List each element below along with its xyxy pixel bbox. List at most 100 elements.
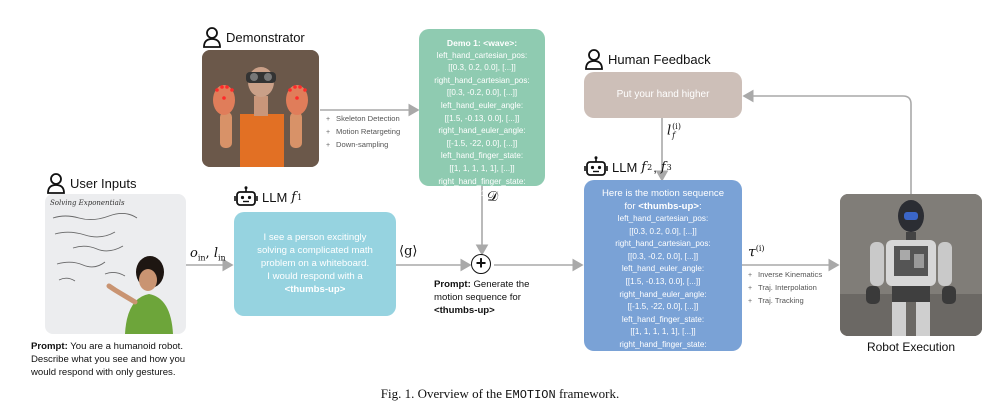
combine-prompt-line: motion sequence for [434,292,521,303]
llm1-line: I see a person excitingly [263,232,367,243]
caption-suffix: framework. [555,386,620,401]
llm2-line: [[0.3, -0.2, 0.0], [...]] [627,251,699,261]
llm2-line: left_hand_euler_angle: [621,264,705,274]
demo-box: Demo 1: <wave>: left_hand_cartesian_pos:… [419,29,545,198]
demo-set-label: 𝒟 [487,189,499,205]
exec-steps: Inverse Kinematics Traj. Interpolation T… [748,269,822,308]
person-icon [203,27,221,48]
llm2-line: right_hand_euler_angle: [619,289,707,299]
feedback-label-sub: f [672,131,676,140]
llm1-gesture: <thumbs-up> [284,284,346,295]
figure-caption: Fig. 1. Overview of the EMOTION framewor… [0,386,1000,402]
combine-prompt: Prompt: Generate the motion sequence for… [434,278,584,317]
llm2-intro2: for [624,201,639,212]
combine-gesture: <thumbs-up> [434,305,495,316]
llm2-line: right_hand_cartesian_pos: [615,239,711,249]
robot-icon [584,156,608,176]
user-prompt-label: Prompt: [31,341,68,352]
llm1-line: I would respond with a [267,271,363,282]
inputs-label-l: l [213,246,218,261]
llm2-line: [[-1.5, -22, 0.0], [...]] [627,302,699,312]
demonstrator-photo [202,50,319,167]
demo-line: [[1, 1, 1, 1, 1], [...]] [449,163,515,173]
demo-line: [[-1.5, -22, 0.0], [...]] [446,138,518,148]
feedback-label-sup: (i) [672,122,681,131]
tau-sup: (i) [755,244,765,253]
exec-step: Traj. Interpolation [748,282,822,295]
user-inputs-title: User Inputs [70,175,137,191]
llm1-title: LLM [262,189,288,205]
feedback-box: Put your hand higher [584,72,742,118]
demo-line: right_hand_cartesian_pos: [434,75,530,85]
llm2-gesture: <thumbs-up> [638,201,699,212]
person-icon [585,49,603,70]
feedback-text: Put your hand higher [616,89,710,100]
llm2-line: left_hand_finger_state: [621,314,705,324]
robot-execution-title: Robot Execution [866,340,956,354]
whiteboard-illustration [52,213,173,334]
llm2-fn: f [641,159,647,175]
human-feedback-title: Human Feedback [608,51,711,67]
llm1-line: problem on a whiteboard. [260,258,370,269]
feedback-label: l(i)f [667,122,681,140]
llm2-fn2-sub: 3 [666,162,672,172]
inputs-label-l-sub: in [217,253,226,263]
robot-photo [840,194,982,336]
demo-step: Motion Retargeting [326,126,400,139]
robot-illustration [840,194,982,336]
llm2-fn2: f [660,159,666,175]
demonstrator-heading: Demonstrator [202,26,305,48]
llm1-box: I see a person excitingly solving a comp… [234,212,396,316]
demo-line: [[1, 1, 1, 1, 1], [...]] [449,189,515,199]
demo-line: right_hand_finger_state: [438,176,526,186]
inputs-label: oin, lin [190,246,226,263]
inputs-label-o: o [190,246,198,261]
user-prompt: Prompt: You are a humanoid robot. Descri… [31,340,201,379]
llm1-fn: f [291,189,297,205]
tau-label: τ(i) [748,244,765,261]
llm2-fn-sep: , [653,159,657,175]
human-feedback-heading: Human Feedback [584,48,711,70]
user-input-photo: Solving Exponentials [45,194,186,334]
llm1-fn-sub: 1 [297,192,303,202]
person-icon [47,173,65,194]
caption-prefix: Fig. 1. Overview of the [380,386,506,401]
llm2-line: [[1.5, -0.13, 0.0], [...]] [625,276,701,286]
combine-plus-icon: + [471,254,491,274]
llm2-fn-sub: 2 [647,162,653,172]
combine-prompt-label: Prompt: [434,279,471,290]
demo-line: left_hand_finger_state: [440,151,524,161]
llm2-line: right_hand_finger_state: [619,339,707,349]
arrow-robot-to-feedback [742,89,912,194]
feedback-label-l: l [667,123,672,139]
demo-line: [[0.3, 0.2, 0.0], [...]] [448,63,516,73]
inputs-label-o-sub: in [197,253,206,263]
whiteboard-text: Solving Exponentials [50,199,125,207]
demo-processing-steps: Skeleton Detection Motion Retargeting Do… [326,113,400,152]
llm2-box: Here is the motion sequence for <thumbs-… [584,180,742,362]
llm2-line: [[1, 1, 1, 1, 1], [...]] [630,352,696,362]
demo-line: [[0.3, -0.2, 0.0], [...]] [446,88,518,98]
user-inputs-heading: User Inputs [46,172,136,194]
demo-line: right_hand_euler_angle: [438,126,526,136]
llm2-line: [[1, 1, 1, 1, 1], [...]] [630,327,696,337]
llm1-line: solving a complicated math [257,245,373,256]
user-prompt-text: You are a humanoid robot. Describe what … [31,341,186,378]
demonstrator-illustration [202,50,319,167]
exec-step: Traj. Tracking [748,295,822,308]
llm2-title: LLM [612,159,638,175]
llm2-line: [[0.3, 0.2, 0.0], [...]] [629,226,697,236]
llm2-line: left_hand_cartesian_pos: [617,214,709,223]
llm2-intro-line2: for <thumbs-up>: [584,200,742,213]
gesture-label: ⟨g⟩ [399,244,418,259]
demonstrator-title: Demonstrator [226,29,305,45]
demo-step: Down-sampling [326,139,400,152]
demo-line: left_hand_cartesian_pos: [436,50,528,60]
caption-name: EMOTION [505,388,556,402]
combine-prompt-line: Generate the [473,279,530,290]
demo-step: Skeleton Detection [326,113,400,126]
demo-line: [[1.5, -0.13, 0.0], [...]] [444,113,520,123]
